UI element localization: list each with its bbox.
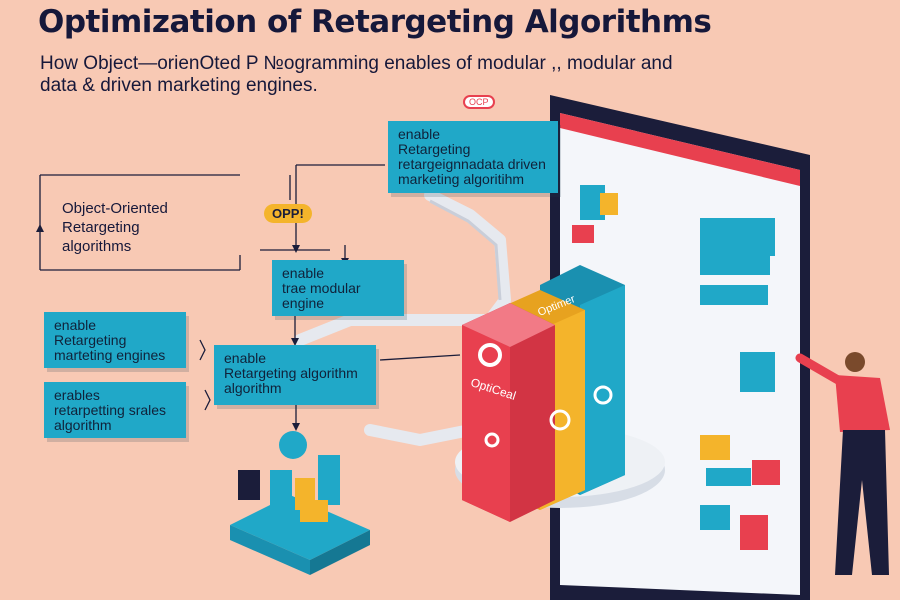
person-figure <box>795 352 890 575</box>
card-left-a: enable Retargeting marteting engines <box>44 312 186 368</box>
arrow-head-4 <box>292 423 300 431</box>
card-left-outline-line-3: algorithms <box>62 238 132 255</box>
card-center-line-2: Retargeting algorithm <box>224 365 358 381</box>
card-left-a-line-3: marteting engines <box>54 347 166 363</box>
person-shirt <box>835 375 890 432</box>
card-top-center-line-2: Retargeting <box>398 141 471 157</box>
pipe-group <box>294 189 511 446</box>
arrow-head-1 <box>292 245 300 253</box>
card-center: enable Retargeting algorithm algorithm <box>214 345 376 405</box>
device-block-4 <box>300 500 328 522</box>
module-2 <box>700 255 770 275</box>
card-left-a-line-2: Retargeting <box>54 332 127 348</box>
ocp-tag: OCP <box>463 95 495 109</box>
diagram-subtitle: How Object—orienOted P №ogramming enable… <box>40 53 740 97</box>
card-top-center-line-3: retargeignnadata driven <box>398 156 546 172</box>
subtitle-line-1: How Object—orienOted P №ogramming enable… <box>40 53 673 74</box>
arrow-head-3 <box>291 338 299 346</box>
module-9 <box>752 460 780 485</box>
brace-2 <box>204 389 211 411</box>
device-base <box>230 495 370 560</box>
module-1 <box>700 218 775 256</box>
pipe-shade-group <box>429 199 502 301</box>
card-top-center-line-1: enable <box>398 126 441 142</box>
gear-icon <box>478 343 502 367</box>
card-left-outline-line-2: Retargeting <box>62 219 140 236</box>
lightbulb-icon <box>279 431 307 459</box>
person-head <box>845 352 865 372</box>
diagram-title: Optimization of Retargeting Algorithms <box>38 4 712 40</box>
device-block-1 <box>270 470 292 510</box>
person-arm <box>795 353 843 385</box>
pipe-shade <box>429 199 502 301</box>
card-middle: enable trae modular engine <box>272 260 404 316</box>
card-center-line-1: enable <box>224 350 267 366</box>
card-top-center: enable Retargeting retargeignnadata driv… <box>388 121 558 193</box>
pipe-lower <box>364 424 476 446</box>
pipe-upper <box>294 189 511 346</box>
gear-icon <box>549 409 571 431</box>
device-base-side <box>230 525 310 575</box>
card-middle-line-1: enable <box>282 265 325 281</box>
card-left-b-line-3: algorithm <box>54 417 112 433</box>
module-4 <box>740 352 775 392</box>
arrow-head-5 <box>36 224 44 232</box>
card-top-center-line-4: marketing algoritihm <box>398 171 525 187</box>
module-10 <box>706 468 751 486</box>
gear-icon <box>484 432 500 448</box>
card-left-outline-line-1: Object-Oriented <box>62 200 168 217</box>
screen-header-bar <box>560 113 800 186</box>
person-legs <box>835 430 889 575</box>
screen-modules <box>572 185 780 550</box>
teal-block-face <box>580 285 625 495</box>
card-middle-line-3: engine <box>282 295 325 311</box>
brace-1 <box>199 339 206 361</box>
device-screen <box>238 470 260 500</box>
device-block-3 <box>318 455 340 505</box>
gear-icon <box>593 385 613 405</box>
module-7 <box>572 225 594 243</box>
gear-icon-group <box>478 343 613 448</box>
card-left-b-line-2: retarpetting srales <box>54 402 167 418</box>
device-base-front <box>310 530 370 575</box>
module-8 <box>700 435 730 460</box>
subtitle-line-2: data & driven marketing engines. <box>40 75 318 96</box>
card-left-a-line-1: enable <box>54 317 97 333</box>
card-left-outline: Object-Oriented Retargeting algorithms <box>62 199 168 256</box>
red-block-top <box>462 303 555 347</box>
arrow-line-8 <box>379 354 461 361</box>
opp-badge: OPP! <box>264 204 312 223</box>
red-block-face <box>462 325 510 522</box>
outline-box <box>39 174 241 271</box>
card-middle-line-2: trae modular <box>282 280 361 296</box>
arrow-heads <box>36 224 349 431</box>
card-left-b-line-1: erables <box>54 387 100 403</box>
card-left-b: erables retarpetting srales algorithm <box>44 382 186 438</box>
card-center-line-3: algorithm <box>224 380 282 396</box>
module-11 <box>700 505 730 530</box>
module-12 <box>740 515 768 550</box>
module-6 <box>600 193 618 215</box>
module-3 <box>700 285 768 305</box>
